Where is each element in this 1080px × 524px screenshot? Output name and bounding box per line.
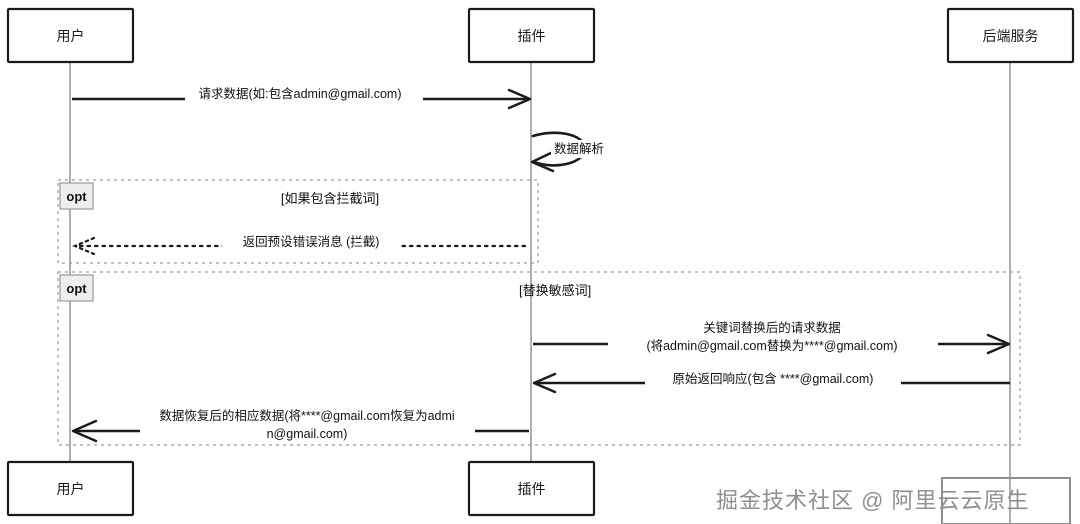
- message-label-bg-original-response: [645, 370, 901, 388]
- message-preset-error[interactable]: 返回预设错误消息 (拦截): [72, 233, 531, 256]
- fragment-tab-opt2: [59, 274, 94, 302]
- actor-box-plugin-bottom[interactable]: [467, 460, 596, 517]
- message-label-preset-error: 返回预设错误消息 (拦截): [243, 234, 380, 249]
- actor-label-backend-top: 后端服务: [983, 28, 1039, 44]
- actor-footer-user[interactable]: 用户: [6, 460, 135, 517]
- message-label-original-response: 原始返回响应(包含 ****@gmail.com): [673, 371, 874, 386]
- message-request-data[interactable]: 请求数据(如:包含admin@gmail.com): [72, 85, 532, 110]
- watermark: 掘金技术社区 @ 阿里云云原生: [716, 477, 1071, 524]
- actor-box-backend-top[interactable]: [946, 7, 1075, 64]
- message-label-restored-response-line2: n@gmail.com): [267, 427, 348, 441]
- fragment-operator-opt1: opt: [66, 189, 87, 204]
- message-restored-response[interactable]: 数据恢复后的相应数据(将****@gmail.com恢复为admi n@gmai…: [71, 406, 529, 443]
- actor-label-plugin-top: 插件: [518, 28, 546, 44]
- actor-box-user-top[interactable]: [6, 7, 135, 64]
- message-label-replaced-request-line2: (将admin@gmail.com替换为****@gmail.com): [646, 339, 897, 353]
- arrowhead-self-data-parse: [530, 150, 555, 173]
- message-label-bg-preset-error: [222, 233, 400, 251]
- actor-box-plugin-top[interactable]: [467, 7, 596, 64]
- fragment-border-opt1: [57, 179, 539, 264]
- message-label-request-data: 请求数据(如:包含admin@gmail.com): [199, 86, 402, 101]
- arrowhead-preset-error: [72, 236, 96, 256]
- actor-box-user-bottom[interactable]: [6, 460, 135, 517]
- message-label-bg-replaced-request: [608, 318, 938, 352]
- actor-header-backend[interactable]: 后端服务: [946, 7, 1075, 64]
- arrowhead-original-response: [532, 372, 557, 394]
- actor-header-plugin[interactable]: 插件: [467, 7, 596, 64]
- fragment-opt-block-word[interactable]: opt [如果包含拦截词]: [57, 179, 539, 264]
- arrowhead-replaced-request: [986, 333, 1011, 355]
- actor-header-user[interactable]: 用户: [6, 7, 135, 64]
- actor-footer-plugin[interactable]: 插件: [467, 460, 596, 517]
- fragment-opt-block-replace[interactable]: opt [替换敏感词]: [57, 271, 1021, 446]
- fragment-condition-opt1: [如果包含拦截词]: [281, 191, 379, 206]
- fragment-tab-opt1: [59, 182, 94, 210]
- actor-label-user-top: 用户: [57, 28, 85, 44]
- message-label-bg-request-data: [185, 85, 423, 103]
- message-replaced-request[interactable]: 关键词替换后的请求数据 (将admin@gmail.com替换为****@gma…: [533, 318, 1011, 355]
- selfloop-label-bg: [551, 140, 607, 158]
- message-label-restored-response: 数据恢复后的相应数据(将****@gmail.com恢复为admi: [159, 408, 454, 423]
- message-label-data-parse: 数据解析: [554, 141, 604, 156]
- message-label-bg-restored-response: [140, 406, 475, 440]
- fragment-operator-opt2: opt: [66, 281, 87, 296]
- actor-label-plugin-bottom: 插件: [518, 481, 546, 497]
- arrowhead-restored-response: [71, 419, 98, 443]
- message-original-response[interactable]: 原始返回响应(包含 ****@gmail.com): [532, 370, 1010, 394]
- fragment-condition-opt2: [替换敏感词]: [519, 283, 591, 298]
- watermark-label: 掘金技术社区 @ 阿里云云原生: [716, 488, 1030, 513]
- arrowhead-request-data: [507, 88, 532, 110]
- actor-label-user-bottom: 用户: [57, 481, 85, 497]
- watermark-logo-box: [941, 477, 1071, 524]
- message-self-data-parse[interactable]: 数据解析: [530, 131, 607, 173]
- message-label-replaced-request: 关键词替换后的请求数据: [703, 320, 841, 335]
